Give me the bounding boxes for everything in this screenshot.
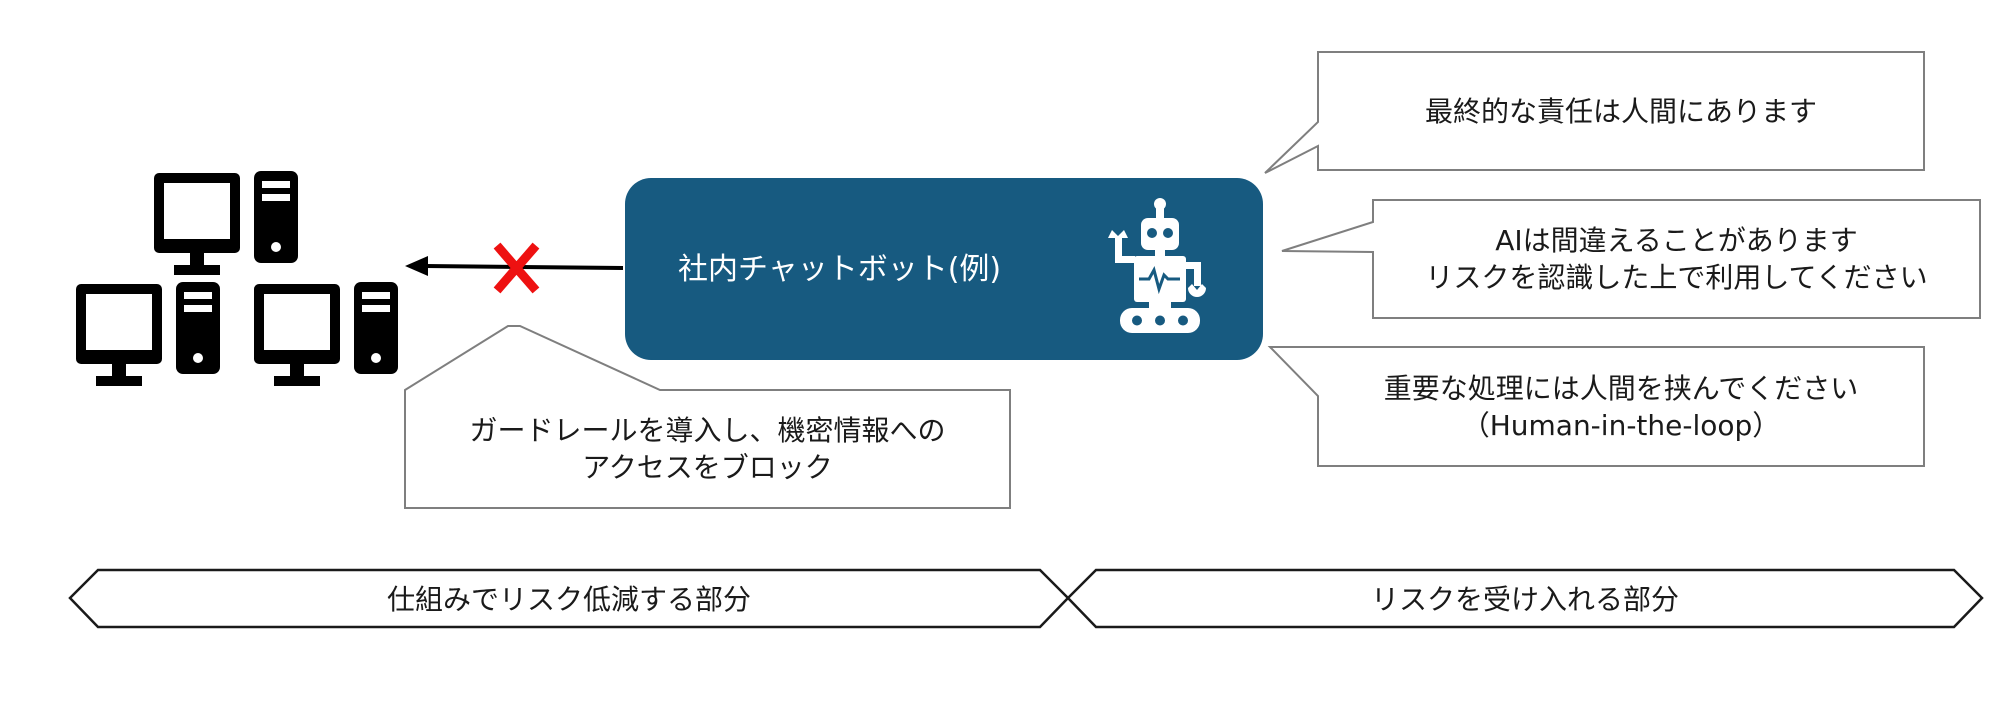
human-in-loop-callout-shape — [1267, 346, 1925, 467]
responsibility-callout-shape — [1264, 51, 1925, 174]
guardrail-callout-line-2: アクセスをブロック — [582, 451, 833, 484]
desktop-computer-icon — [254, 282, 398, 386]
red-x-icon — [493, 242, 540, 294]
chatbot-label: 社内チャットボット(例) — [678, 252, 1002, 287]
desktop-computer-icon — [154, 171, 298, 275]
robot-icon — [1108, 198, 1206, 333]
mistakes-callout-shape — [1281, 199, 1981, 319]
responsibility-callout: 最終的な責任は人間にあります — [1318, 52, 1924, 170]
band-left-label: 仕組みでリスク低減する部分 — [386, 583, 751, 616]
human-in-loop-callout-line-2: （Human-in-the-loop） — [1461, 408, 1781, 442]
band-left-shape — [68, 568, 1070, 629]
human-in-loop-callout: 重要な処理には人間を挟んでください （Human-in-the-loop） — [1318, 347, 1924, 466]
band-right-shape — [1066, 568, 1984, 629]
mistakes-callout-line-2: リスクを認識した上で利用してください — [1425, 261, 1928, 294]
responsibility-callout-line-1: 最終的な責任は人間にあります — [1424, 94, 1817, 128]
mistakes-callout: AIは間違えることがあります リスクを認識した上で利用してください — [1373, 200, 1980, 318]
band-right-label: リスクを受け入れる部分 — [1370, 583, 1679, 616]
guardrail-callout-shape — [404, 325, 1011, 509]
mistakes-callout-line-1: AIは間違えることがあります — [1495, 224, 1858, 257]
guardrail-callout-line-1: ガードレールを導入し、機密情報への — [469, 414, 946, 447]
desktop-computer-icon — [76, 282, 220, 386]
arrow-left-icon — [405, 256, 624, 276]
chatbot-box — [625, 178, 1263, 360]
human-in-loop-callout-line-1: 重要な処理には人間を挟んでください — [1383, 371, 1859, 405]
guardrail-callout: ガードレールを導入し、機密情報への アクセスをブロック — [405, 390, 1010, 508]
